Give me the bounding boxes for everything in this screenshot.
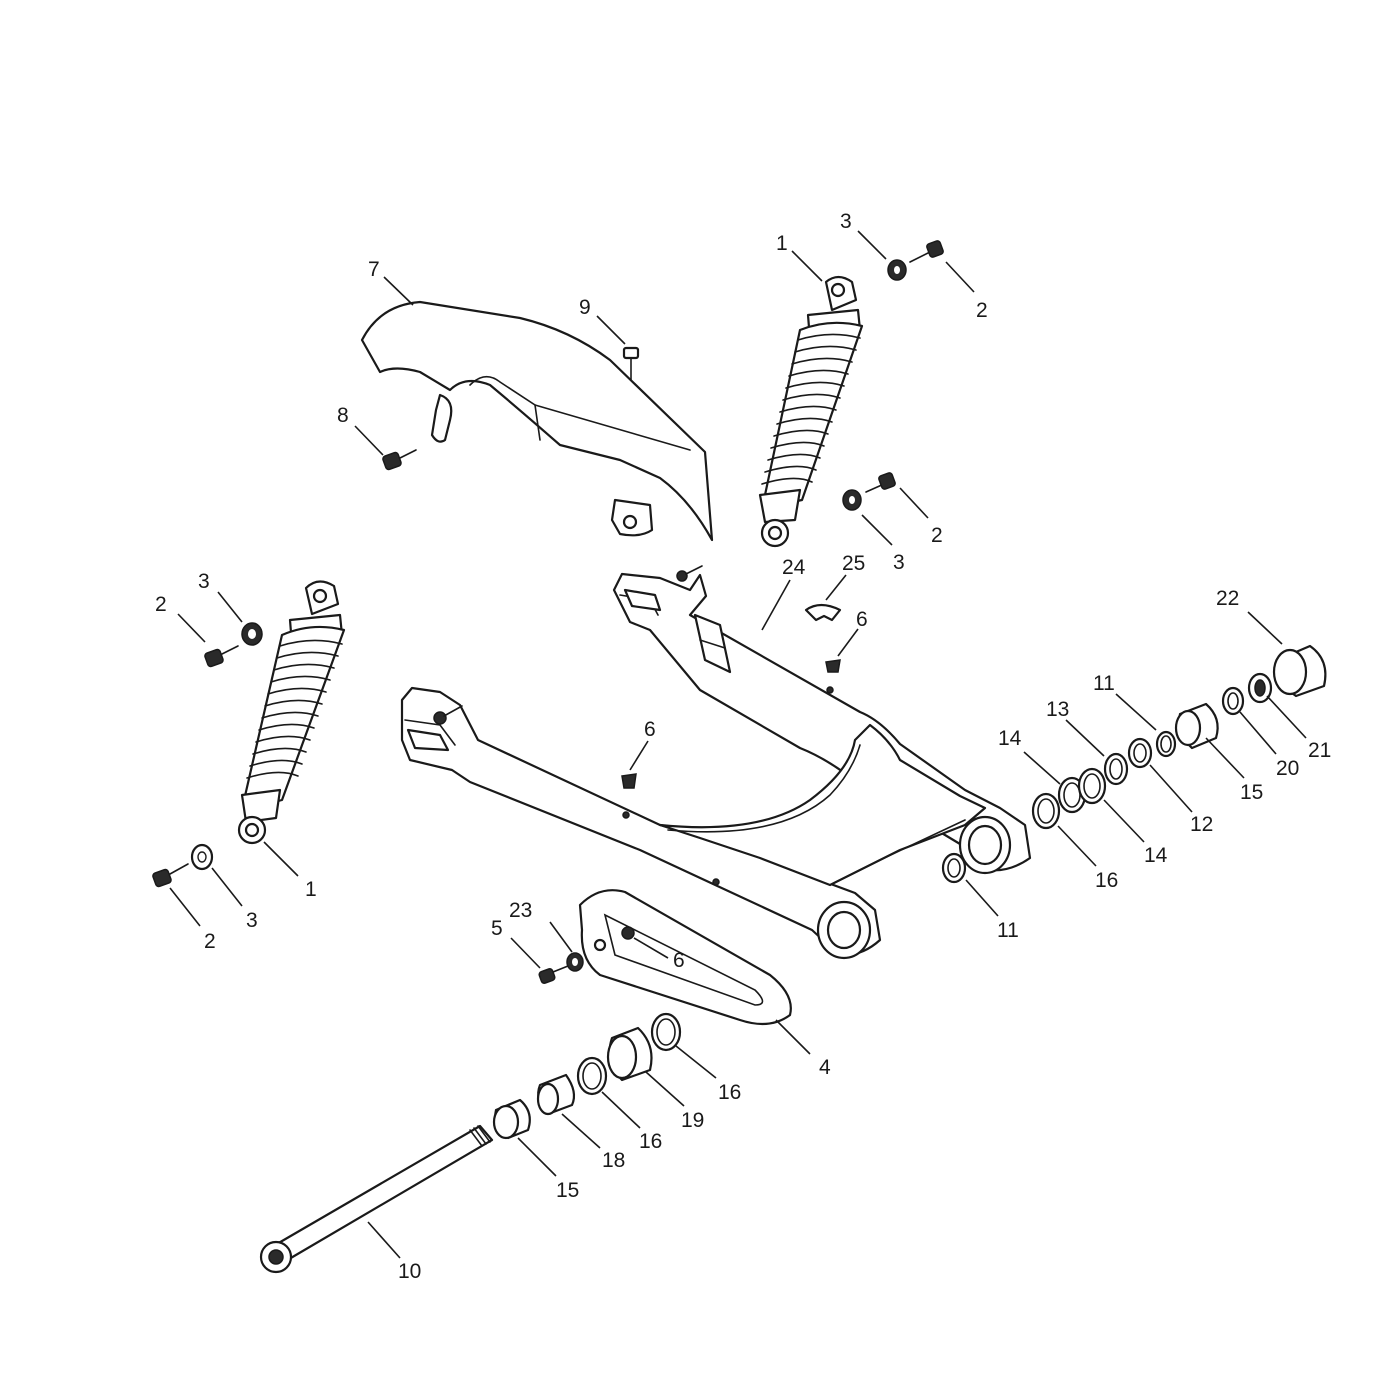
callout-3: 3 — [840, 210, 852, 233]
bolt-8 — [382, 449, 417, 471]
seal-16-lower-b — [650, 1012, 682, 1052]
callout-7: 7 — [368, 258, 380, 281]
callout-6: 6 — [673, 949, 685, 972]
callout-3: 3 — [246, 909, 258, 932]
callout-13: 13 — [1046, 698, 1069, 721]
plug-6-middle — [621, 773, 637, 789]
collar-11-lower — [941, 852, 967, 884]
washer-3-left-upper — [241, 622, 263, 646]
collar-15-lower — [492, 1098, 531, 1140]
callout-5: 5 — [491, 917, 503, 940]
callout-labels: 7 9 8 1 3 2 2 3 24 25 6 3 2 6 22 11 13 1… — [155, 210, 1331, 1283]
callout-21: 21 — [1308, 739, 1331, 762]
callout-6: 6 — [856, 608, 868, 631]
callout-15: 15 — [1240, 781, 1263, 804]
ring-12 — [1127, 737, 1153, 769]
callout-20: 20 — [1276, 757, 1299, 780]
bolt-2-left-upper — [204, 645, 239, 668]
callout-11: 11 — [997, 919, 1019, 942]
callout-16: 16 — [718, 1081, 741, 1104]
leader-lines — [169, 230, 1307, 1259]
shock-absorber-right — [758, 275, 864, 548]
nut-21 — [1247, 672, 1273, 704]
washer-23 — [566, 952, 584, 972]
callout-10: 10 — [398, 1260, 421, 1283]
collar-15-upper — [1174, 702, 1219, 750]
callout-6: 6 — [644, 718, 656, 741]
callout-8: 8 — [337, 404, 349, 427]
callout-2: 2 — [204, 930, 216, 953]
callout-1: 1 — [305, 878, 317, 901]
callout-24: 24 — [782, 556, 806, 579]
bolt-2-top — [909, 240, 944, 263]
cap-22 — [1272, 644, 1327, 698]
swingarm — [400, 565, 1032, 960]
chain-guard — [360, 300, 714, 542]
chain-slider — [578, 889, 792, 1026]
callout-4: 4 — [819, 1056, 831, 1079]
washer-3-left-lower — [190, 843, 214, 871]
washer-3-mid — [842, 489, 862, 511]
callout-19: 19 — [681, 1109, 704, 1132]
callout-18: 18 — [602, 1149, 625, 1172]
seal-16-lower-a — [576, 1056, 608, 1096]
callout-12: 12 — [1190, 813, 1213, 836]
callout-22: 22 — [1216, 587, 1239, 610]
bearing-14 — [1057, 767, 1107, 814]
callout-2: 2 — [976, 299, 988, 322]
bolt-9 — [622, 346, 640, 381]
collar-11-upper — [1155, 730, 1177, 758]
bolt-5 — [538, 965, 569, 984]
bushing-19 — [606, 1026, 653, 1082]
washer-3-top — [887, 259, 907, 281]
callout-2: 2 — [931, 524, 943, 547]
callout-1: 1 — [776, 232, 788, 255]
seal-16-right — [1031, 792, 1061, 830]
callout-25: 25 — [842, 552, 865, 575]
bolt-2-left-lower — [152, 863, 189, 888]
callout-16: 16 — [1095, 869, 1118, 892]
washer-20 — [1221, 686, 1245, 716]
callout-16: 16 — [639, 1130, 662, 1153]
callout-11: 11 — [1093, 672, 1115, 695]
callout-2: 2 — [155, 593, 167, 616]
bolt-2-mid — [865, 472, 896, 493]
callout-3: 3 — [893, 551, 905, 574]
plug-6-upper — [825, 659, 841, 673]
callout-3: 3 — [198, 570, 210, 593]
spacer-13 — [1103, 752, 1129, 786]
callout-9: 9 — [579, 296, 591, 319]
callout-14: 14 — [1144, 844, 1168, 867]
callout-15: 15 — [556, 1179, 579, 1202]
pivot-shaft — [259, 1124, 494, 1274]
shock-absorber-left — [237, 580, 346, 845]
callout-14: 14 — [998, 727, 1022, 750]
callout-23: 23 — [509, 899, 532, 922]
spacer-18 — [536, 1073, 576, 1116]
clip-25 — [804, 603, 842, 622]
